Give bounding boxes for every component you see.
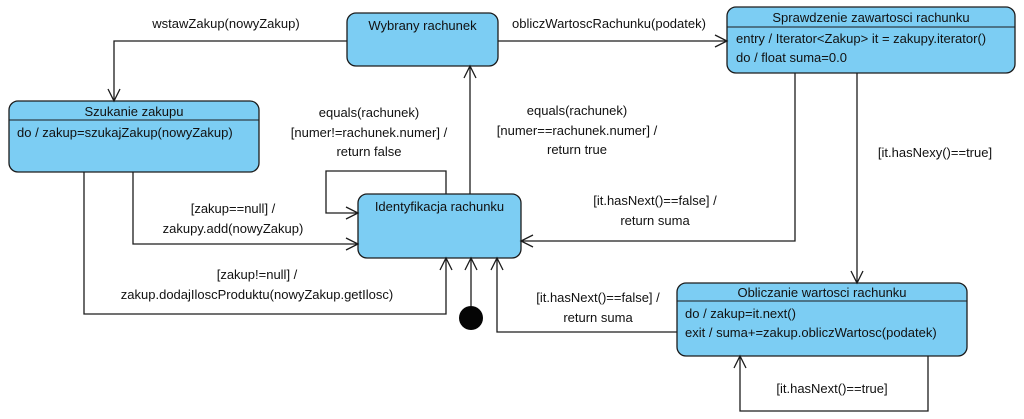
- transition-initial[interactable]: [464, 256, 478, 306]
- label-has-next-false-bottom: [it.hasNext()==false] / return suma: [536, 290, 660, 325]
- state-name: Identyfikacja rachunku: [375, 199, 504, 214]
- transition-oblicz-wartosc[interactable]: [498, 34, 729, 48]
- label-line: return suma: [620, 213, 690, 228]
- label-line: [numer==rachunek.numer] /: [497, 123, 658, 138]
- transition-has-next-false-top[interactable]: [519, 73, 796, 248]
- state-wybrany-rachunek[interactable]: Wybrany rachunek: [346, 12, 499, 67]
- label-oblicz-wartosc: obliczWartoscRachunku(podatek): [512, 16, 706, 31]
- label-line: zakup.dodajIloscProduktu(nowyZakup.getIl…: [121, 287, 393, 302]
- state-name: Obliczanie wartosci rachunku: [737, 285, 906, 300]
- initial-state-marker: [459, 306, 483, 330]
- label-line: [it.hasNext()==false] /: [536, 290, 660, 305]
- label-has-nexy: [it.hasNexy()==true]: [878, 145, 992, 160]
- label-line: [zakup!=null] /: [217, 267, 298, 282]
- label-equals-not: equals(rachunek) [numer!=rachunek.numer]…: [291, 105, 448, 159]
- transition-equals-true[interactable]: [463, 64, 477, 194]
- transition-zakup-null[interactable]: [132, 172, 360, 251]
- label-line: equals(rachunek): [319, 105, 419, 120]
- label-line: [it.hasNext()==false] /: [593, 193, 717, 208]
- transition-has-next-true-loop[interactable]: [733, 354, 929, 412]
- state-identyfikacja-rachunku[interactable]: Identyfikacja rachunku: [357, 193, 522, 259]
- label-line: return suma: [563, 310, 633, 325]
- label-line: return false: [336, 144, 401, 159]
- label-zakup-null: [zakup==null] / zakupy.add(nowyZakup): [163, 201, 304, 236]
- state-name: Sprawdzenie zawartosci rachunku: [772, 10, 969, 25]
- state-szukanie-zakupu[interactable]: Szukanie zakupu do / zakup=szukajZakup(n…: [8, 100, 260, 173]
- state-obliczanie-wartosci[interactable]: Obliczanie wartosci rachunku do / zakup=…: [676, 282, 968, 357]
- label-line: equals(rachunek): [527, 103, 627, 118]
- state-activity: entry / Iterator<Zakup> it = zakupy.iter…: [736, 31, 986, 46]
- label-has-next-true: [it.hasNext()==true]: [776, 381, 887, 396]
- label-line: [zakup==null] /: [191, 201, 276, 216]
- state-activity: do / zakup=szukajZakup(nowyZakup): [17, 125, 233, 140]
- state-activity: do / float suma=0.0: [736, 50, 847, 65]
- state-name: Wybrany rachunek: [368, 18, 477, 33]
- transition-has-nexy[interactable]: [850, 73, 864, 285]
- label-equals-eq: equals(rachunek) [numer==rachunek.numer]…: [497, 103, 658, 157]
- transition-has-next-false-bottom[interactable]: [490, 256, 677, 333]
- transition-equals-self-loop[interactable]: [325, 170, 447, 220]
- state-name: Szukanie zakupu: [84, 104, 183, 119]
- label-line: zakupy.add(nowyZakup): [163, 221, 304, 236]
- state-sprawdzenie-zawartosci[interactable]: Sprawdzenie zawartosci rachunku entry / …: [726, 6, 1016, 74]
- label-zakup-not-null: [zakup!=null] / zakup.dodajIloscProduktu…: [121, 267, 393, 302]
- label-line: return true: [547, 142, 607, 157]
- state-activity: exit / suma+=zakup.obliczWartosc(podatek…: [685, 325, 937, 340]
- label-line: [numer!=rachunek.numer] /: [291, 125, 448, 140]
- transition-wstaw-zakup[interactable]: [107, 40, 347, 103]
- label-wstaw-zakup: wstawZakup(nowyZakup): [151, 16, 299, 31]
- state-activity: do / zakup=it.next(): [685, 306, 796, 321]
- label-has-next-false-top: [it.hasNext()==false] / return suma: [593, 193, 717, 228]
- transition-zakup-not-null[interactable]: [83, 172, 453, 315]
